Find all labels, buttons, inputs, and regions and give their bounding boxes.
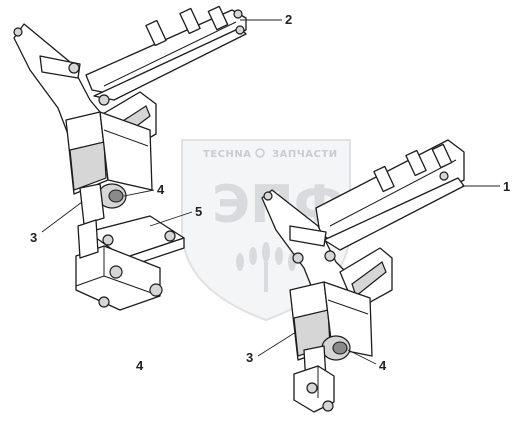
left-pivot [79, 183, 127, 225]
callout-4-right: 4 [379, 358, 387, 373]
leader-4a [123, 189, 155, 197]
callout-3-left: 3 [30, 230, 37, 245]
callout-3-right: 3 [246, 350, 253, 365]
leader-4c [347, 349, 377, 365]
callout-4-upper-left: 4 [157, 182, 165, 197]
leader-3a [41, 201, 83, 233]
right-side-plate [261, 189, 393, 311]
callout-5: 5 [195, 204, 202, 219]
callout-4-bottom-left: 4 [136, 358, 144, 373]
callout-labels: 2 1 4 3 5 4 3 4 [30, 12, 510, 373]
left-shank [65, 111, 153, 195]
left-bracket-frame [85, 5, 247, 101]
right-assembly [261, 139, 465, 413]
left-lower-clamp [75, 219, 163, 311]
watermark-brand-left: TECHNA [203, 149, 251, 160]
callout-2: 2 [285, 12, 292, 27]
leader-5 [149, 211, 193, 227]
gear-icon [255, 148, 265, 158]
watermark-brand-right: ЗАПЧАСТИ [272, 149, 338, 160]
right-lower-clamp [293, 365, 335, 413]
leader-lines [41, 19, 500, 365]
leader-3b [257, 331, 297, 357]
callout-1: 1 [503, 179, 510, 194]
wheat-icon [236, 242, 296, 292]
left-assembly [13, 5, 247, 311]
